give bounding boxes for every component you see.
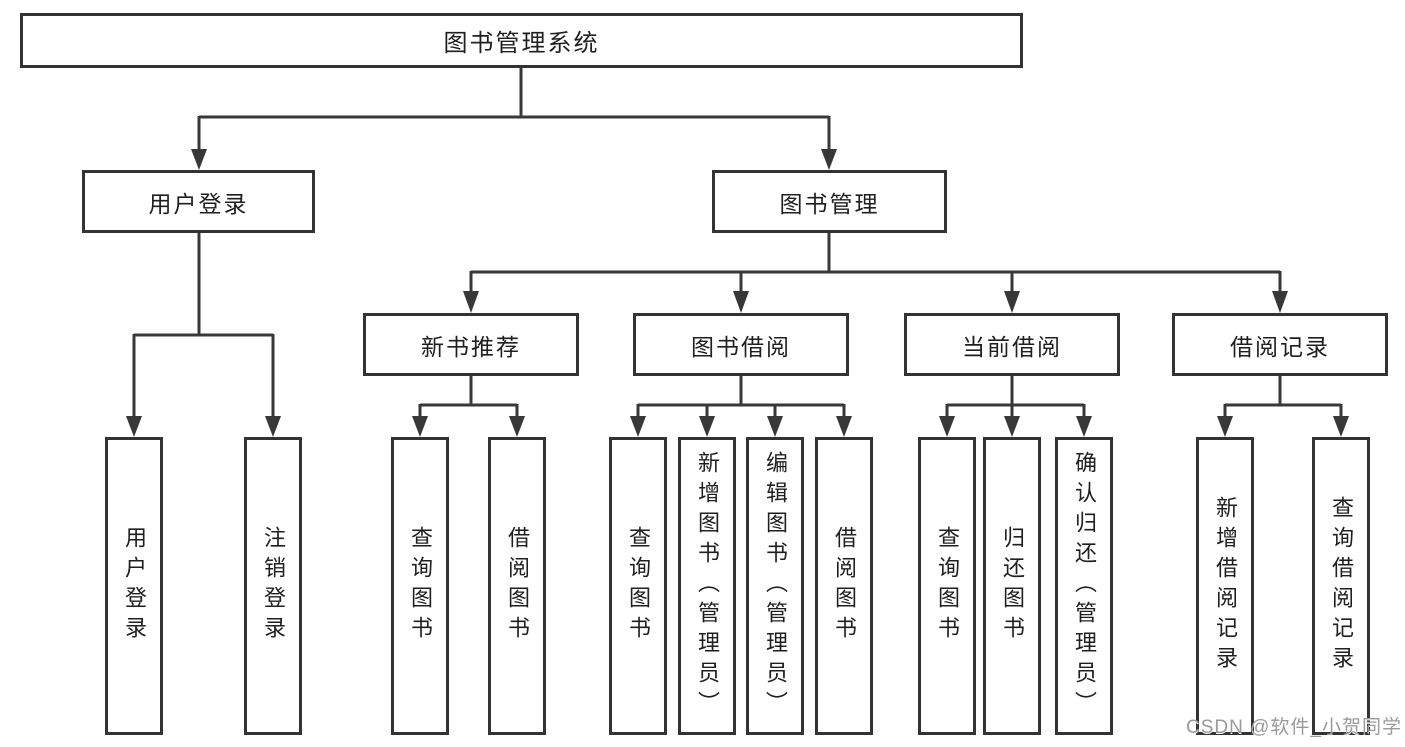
node-query-books-recommend: 查询图书 — [391, 437, 449, 735]
node-add-book-admin: 新增图书（管理员） — [678, 437, 736, 735]
node-library-management-system: 图书管理系统 — [20, 13, 1023, 68]
node-user-login-leaf: 用户登录 — [105, 437, 163, 735]
node-confirm-return-admin: 确认归还（管理员） — [1055, 437, 1113, 735]
node-add-borrow-record: 新增借阅记录 — [1196, 437, 1254, 735]
arrowhead-icons — [126, 149, 1349, 437]
node-edit-book-admin: 编辑图书（管理员） — [746, 437, 804, 735]
node-book-management: 图书管理 — [712, 170, 947, 233]
watermark: CSDN @软件_小贺同学 — [1186, 717, 1402, 738]
node-logout: 注销登录 — [244, 437, 302, 735]
node-return-books: 归还图书 — [983, 437, 1041, 735]
node-user-login: 用户登录 — [82, 170, 315, 233]
node-current-borrowing: 当前借阅 — [904, 313, 1120, 376]
node-borrowing-records: 借阅记录 — [1172, 313, 1388, 376]
node-query-books-current: 查询图书 — [918, 437, 976, 735]
node-query-borrow-record: 查询借阅记录 — [1312, 437, 1370, 735]
node-query-books-borrow: 查询图书 — [609, 437, 667, 735]
node-borrow-books-recommend: 借阅图书 — [488, 437, 546, 735]
node-borrow-books-leaf: 借阅图书 — [815, 437, 873, 735]
node-book-borrowing: 图书借阅 — [633, 313, 849, 376]
node-new-book-recommendation: 新书推荐 — [363, 313, 579, 376]
